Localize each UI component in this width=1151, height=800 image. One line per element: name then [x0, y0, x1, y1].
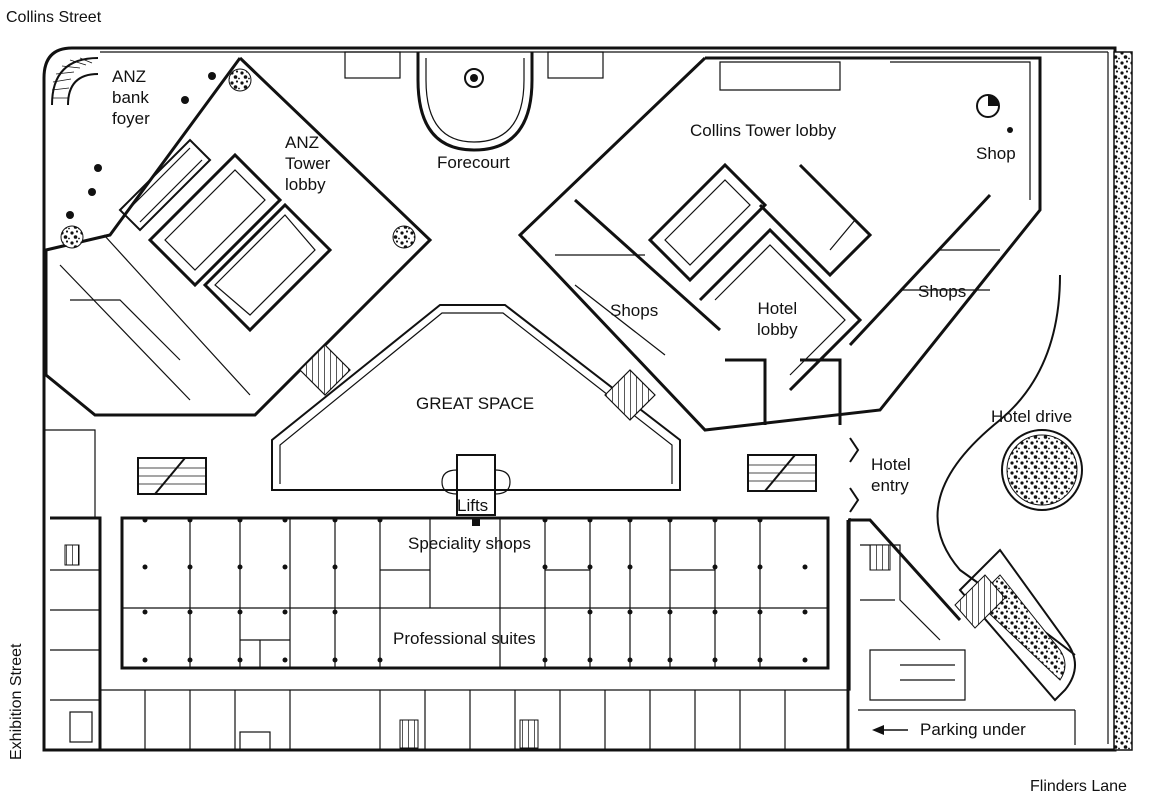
shops-left-label: Shops [610, 301, 659, 320]
lifts-core [441, 454, 511, 526]
tree-planter-icon [60, 68, 416, 249]
landscape-strip [1113, 51, 1133, 751]
shops-right-label: Shops [918, 282, 967, 301]
podium-grid [99, 516, 851, 691]
anz-tower-block [44, 56, 433, 417]
forecourt-label: Forecourt [437, 153, 510, 172]
forecourt-feature [344, 51, 604, 152]
hotel-entry-doors [849, 437, 860, 513]
professional-suites-label: Professional suites [393, 629, 536, 648]
great-space-label: GREAT SPACE [416, 394, 535, 413]
shop-label: Shop [976, 144, 1016, 163]
anz-tower-lobby-label: ANZ Tower lobby [285, 133, 331, 194]
parking-under-label: Parking under [920, 720, 1026, 739]
escalator-icon [747, 454, 817, 492]
column-dot-icon [66, 72, 1013, 219]
hotel-drive-label: Hotel drive [991, 407, 1073, 426]
west-strip [44, 429, 102, 750]
great-space-outline [271, 304, 681, 491]
collins-tower-lobby-label: Collins Tower lobby [690, 121, 837, 140]
escalator-icon [137, 457, 207, 495]
collins-tower-block [517, 56, 1042, 432]
hotel-entry-label: Hotel entry [871, 455, 911, 495]
exhibition-street-label: Exhibition Street [8, 643, 25, 760]
anz-bank-foyer-label: ANZ bank foyer [112, 67, 150, 128]
hotel-entry-block [846, 518, 1076, 752]
collins-street-label: Collins Street [6, 9, 102, 26]
south-row [44, 690, 850, 752]
flinders-lane-label: Flinders Lane [1030, 778, 1127, 795]
lifts-label: Lifts [457, 496, 489, 515]
speciality-shops-label: Speciality shops [408, 534, 531, 553]
arrow-left-icon [872, 725, 908, 735]
hotel-lobby-label: Hotel lobby [757, 299, 798, 339]
